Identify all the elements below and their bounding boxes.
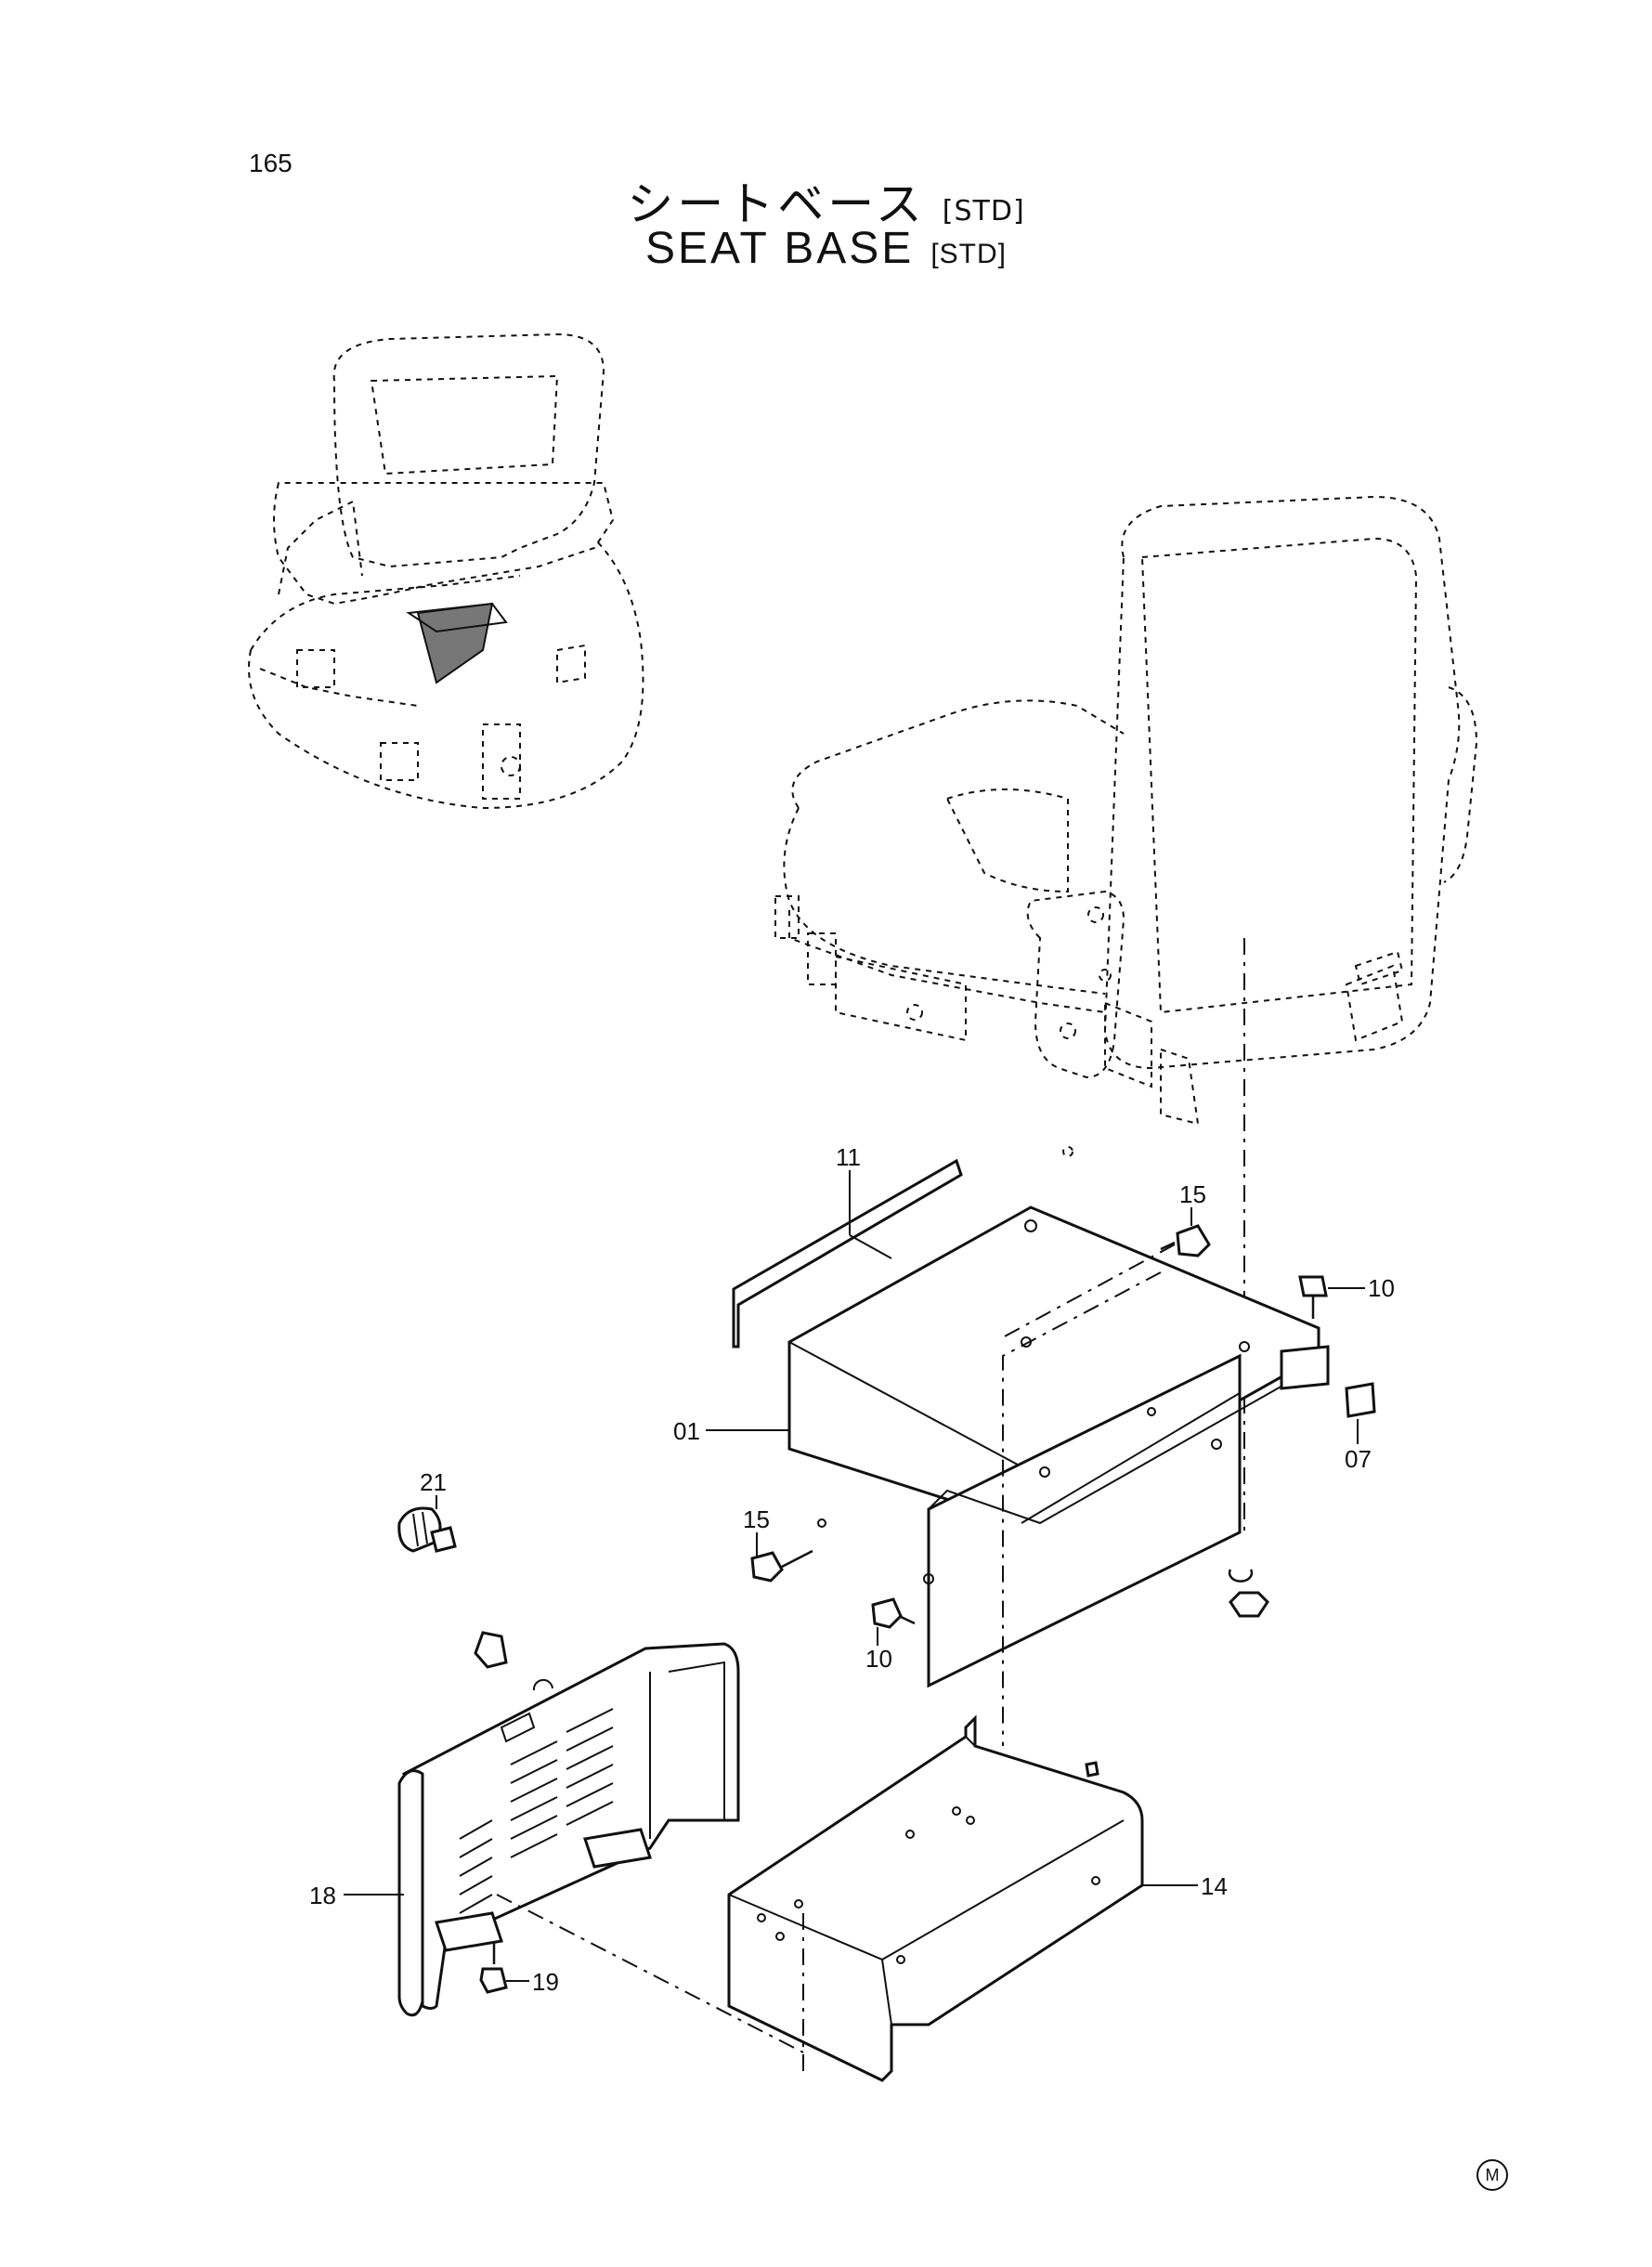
callout-11: 11 <box>836 1143 861 1171</box>
page-number: 165 <box>249 149 293 177</box>
bolt-icon <box>474 1224 1376 1994</box>
callout-18: 18 <box>309 1882 336 1909</box>
excavator-cab-icon <box>248 332 644 810</box>
bottom-tray-icon <box>727 1714 1144 2082</box>
callout-14: 14 <box>1201 1872 1228 1900</box>
callout-15-lower: 15 <box>743 1505 770 1533</box>
title-japanese: シートベース [STD] <box>0 167 1652 234</box>
title-english-suffix: [STD] <box>930 239 1007 269</box>
knob-icon <box>397 1506 457 1553</box>
leader-lines <box>344 1170 1365 1982</box>
seal-strip-icon <box>732 1158 963 1348</box>
title-english: SEAT BASE [STD] <box>0 223 1652 274</box>
manufacturer-mark: M <box>1476 2159 1508 2191</box>
callout-10-lower: 10 <box>865 1645 892 1673</box>
callout-19: 19 <box>532 1968 559 1996</box>
nut-icon <box>1229 1591 1269 1618</box>
callout-15: 15 <box>1179 1180 1206 1208</box>
callout-21: 21 <box>420 1468 447 1496</box>
operator-seat-icon <box>774 495 1478 1157</box>
seat-stand-icon <box>787 1205 1330 1746</box>
title-english-text: SEAT BASE <box>644 224 915 273</box>
callout-07: 07 <box>1345 1445 1372 1473</box>
callout-10: 10 <box>1368 1274 1395 1302</box>
cover-panel-icon <box>397 1642 740 2017</box>
title-japanese-text: シートベース <box>627 177 926 231</box>
callout-01: 01 <box>673 1417 700 1445</box>
title-japanese-suffix: [STD] <box>942 195 1025 228</box>
washer-icon <box>1228 1569 1254 1583</box>
